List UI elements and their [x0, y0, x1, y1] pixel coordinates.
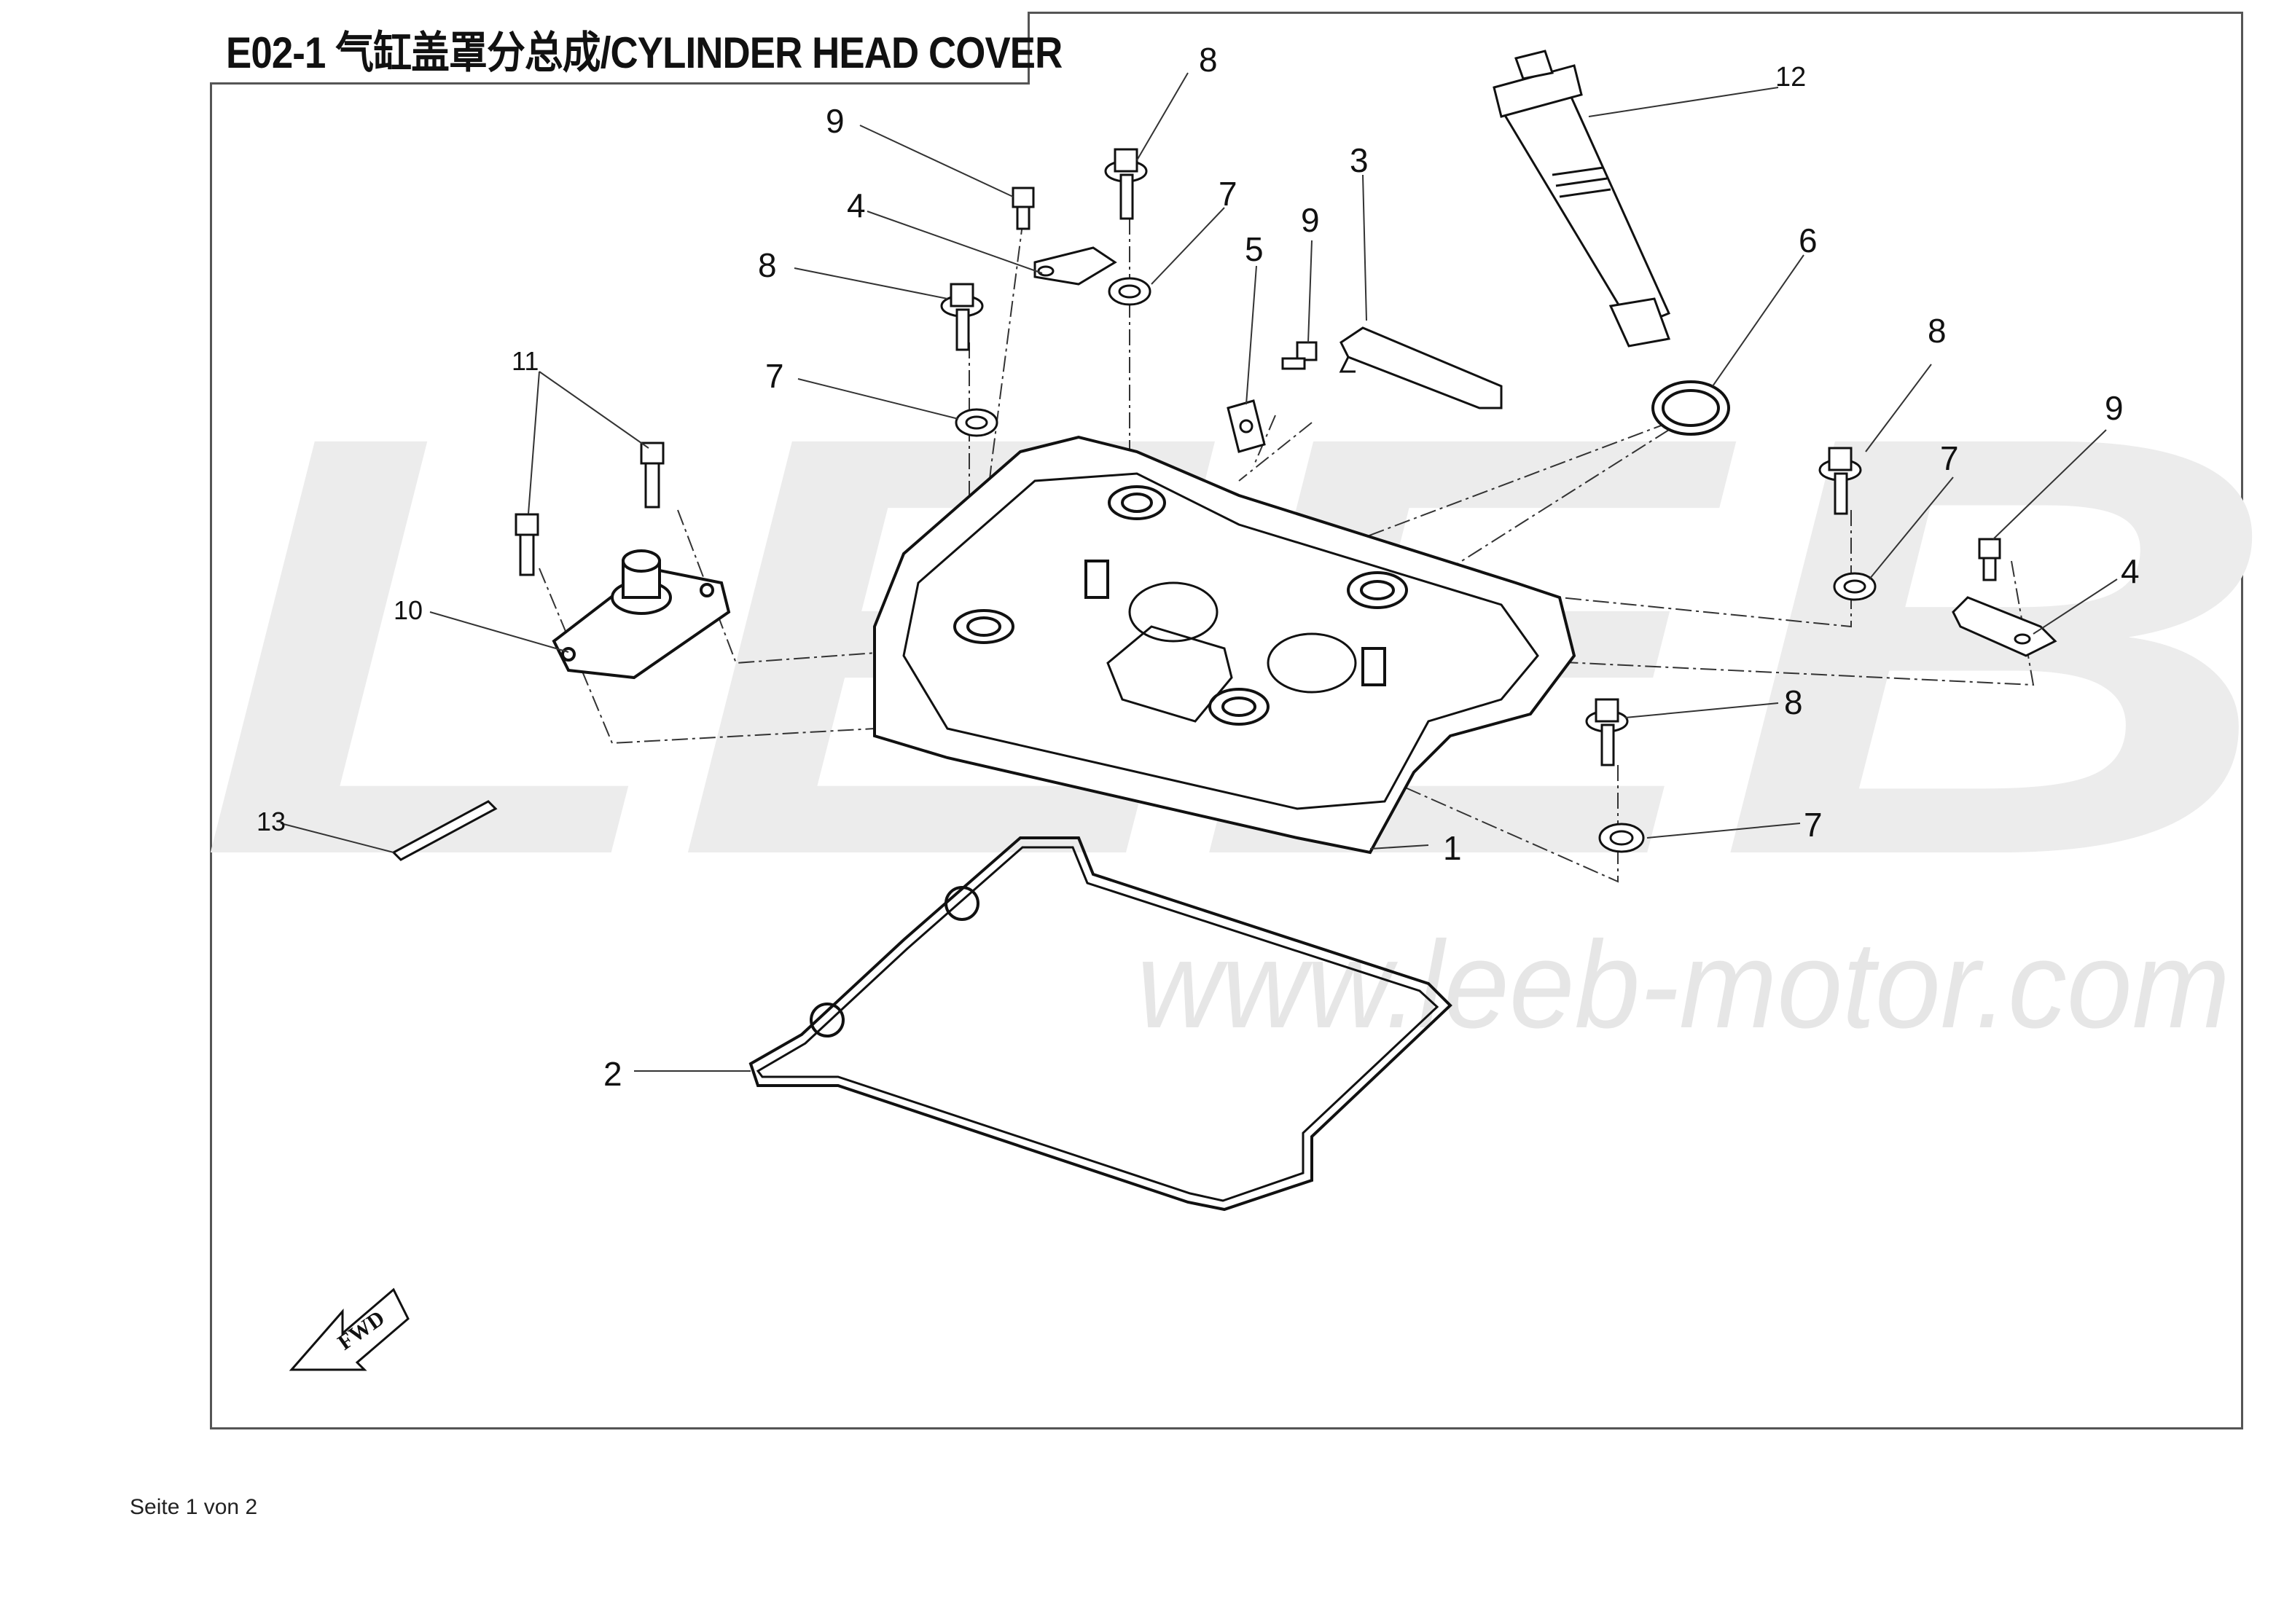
part-12-ignition-coil	[1493, 50, 1671, 348]
part-13-dowel-pin	[391, 800, 498, 861]
callout-12: 12	[1775, 62, 1806, 93]
part-5-bracket	[1227, 399, 1266, 453]
bolt-8-4	[1585, 698, 1629, 766]
page-title: E02-1 气缸盖罩分总成/CYLINDER HEAD COVER	[226, 28, 1063, 77]
callout-6: 6	[1799, 221, 1818, 259]
callout-7: 7	[1219, 175, 1237, 213]
callout-11: 11	[512, 346, 539, 376]
callout-1: 1	[1443, 829, 1462, 867]
part-7-washers	[955, 277, 1877, 853]
fwd-arrow: FWD	[289, 1287, 410, 1371]
bolt-11-1	[515, 513, 539, 576]
callout-7: 7	[765, 357, 784, 395]
part-4-bracket-right	[1952, 596, 2057, 657]
callout-4: 4	[2121, 552, 2140, 590]
callout-10: 10	[394, 595, 423, 625]
part-11-bolts	[515, 442, 665, 576]
part-6-seal-ring	[1651, 380, 1730, 436]
bolt-8-2	[940, 283, 984, 351]
bolt-11-2	[640, 442, 665, 509]
bolt-9-1	[1012, 187, 1035, 230]
callout-5: 5	[1245, 230, 1264, 268]
washer-4	[1598, 823, 1645, 853]
washer-1	[1108, 277, 1151, 306]
diagram-frame	[210, 12, 2243, 1429]
washer-3	[1833, 572, 1877, 601]
part-4-bracket-left	[1033, 246, 1117, 286]
page-footer: Seite 1 von 2	[130, 1495, 258, 1519]
bolt-9-2	[1281, 341, 1318, 370]
bolt-9-3	[1978, 538, 2001, 581]
leader-lines	[280, 72, 2118, 1072]
callout-numbers: 8 9 7 4 8 5 9 3 7 12 6 11 10 8 7 9 4 8 7…	[257, 41, 2140, 1093]
part-9-bolts	[1012, 187, 2001, 581]
part-3-clip	[1339, 326, 1503, 409]
callout-9: 9	[1301, 201, 1320, 239]
callout-8: 8	[1784, 683, 1803, 721]
callout-13: 13	[257, 807, 286, 836]
bolt-8-1	[1104, 148, 1148, 220]
part-8-bolts	[940, 148, 1862, 766]
part-10-breather-cover	[552, 549, 731, 680]
callout-9: 9	[826, 102, 845, 140]
part-1-cylinder-head-cover	[873, 435, 1576, 855]
callout-8: 8	[1928, 312, 1947, 350]
callout-7: 7	[1940, 439, 1959, 477]
callout-2: 2	[603, 1055, 622, 1093]
callout-9: 9	[2105, 389, 2124, 427]
part-2-gasket	[748, 836, 1452, 1212]
watermark-url: www.leeb-motor.com	[1137, 916, 2230, 1054]
washer-2	[955, 408, 998, 437]
title-box: E02-1 气缸盖罩分总成/CYLINDER HEAD COVER	[210, 12, 1063, 85]
callout-4: 4	[847, 187, 866, 224]
callout-7: 7	[1804, 806, 1823, 844]
callout-8: 8	[758, 246, 777, 284]
callout-8: 8	[1199, 41, 1218, 79]
callout-3: 3	[1350, 141, 1369, 179]
bolt-8-3	[1818, 447, 1862, 515]
